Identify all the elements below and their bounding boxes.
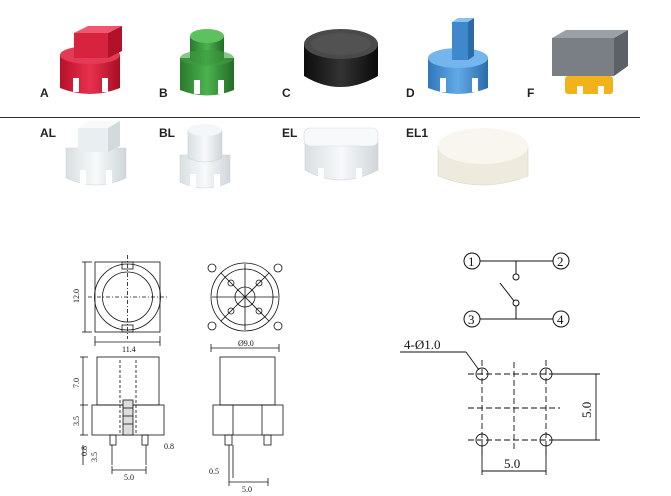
cap-label-el: EL — [282, 126, 298, 140]
cap-d — [428, 18, 488, 94]
terminal-4: 4 — [557, 312, 564, 327]
dim-body-height: 3.5 — [72, 416, 81, 426]
top-view-drawing — [82, 255, 168, 346]
switch-schematic — [463, 252, 570, 328]
dim-offset: 0.8 — [164, 442, 174, 451]
side-view-right-drawing — [212, 356, 284, 486]
dim-pin-width: 0.5 — [209, 467, 219, 476]
terminal-3: 3 — [468, 312, 475, 327]
dim-right-base: 5.0 — [242, 485, 252, 494]
dim-top-width: 11.4 — [122, 345, 136, 354]
cap-label-c: C — [282, 86, 291, 100]
dim-cap-height: 7.0 — [72, 378, 81, 388]
cap-label-el1: EL1 — [406, 126, 429, 140]
side-view-left-drawing — [80, 356, 165, 474]
dim-top-height: 12.0 — [72, 289, 81, 303]
dim-left-base: 5.0 — [124, 473, 134, 482]
cap-label-a: A — [40, 86, 49, 100]
cap-bl — [179, 124, 231, 189]
dim-bottom-diameter: Ø9.0 — [238, 339, 254, 348]
cap-label-f: F — [527, 86, 535, 100]
terminal-1: 1 — [468, 254, 475, 269]
terminal-2: 2 — [557, 254, 564, 269]
cap-b — [180, 29, 234, 96]
footprint-holes: 4-Ø1.0 — [404, 337, 440, 352]
dim-pin-b: 3.5 — [90, 452, 99, 462]
pcb-footprint — [400, 351, 600, 475]
cap-label-d: D — [406, 86, 415, 100]
cap-label-al: AL — [40, 126, 56, 140]
cap-f — [552, 30, 628, 96]
dim-pin-a: 0.8 — [80, 446, 89, 456]
section-divider — [0, 117, 640, 118]
bottom-view-drawing — [207, 262, 283, 352]
cap-a — [60, 26, 122, 94]
cap-label-bl: BL — [159, 126, 175, 140]
cap-el1 — [437, 128, 529, 186]
footprint-pitch-x: 5.0 — [504, 456, 520, 471]
cap-al — [65, 121, 127, 186]
cap-label-b: B — [159, 86, 168, 100]
footprint-pitch-y: 5.0 — [579, 402, 594, 418]
cap-c — [304, 29, 378, 87]
cap-el — [303, 127, 379, 182]
